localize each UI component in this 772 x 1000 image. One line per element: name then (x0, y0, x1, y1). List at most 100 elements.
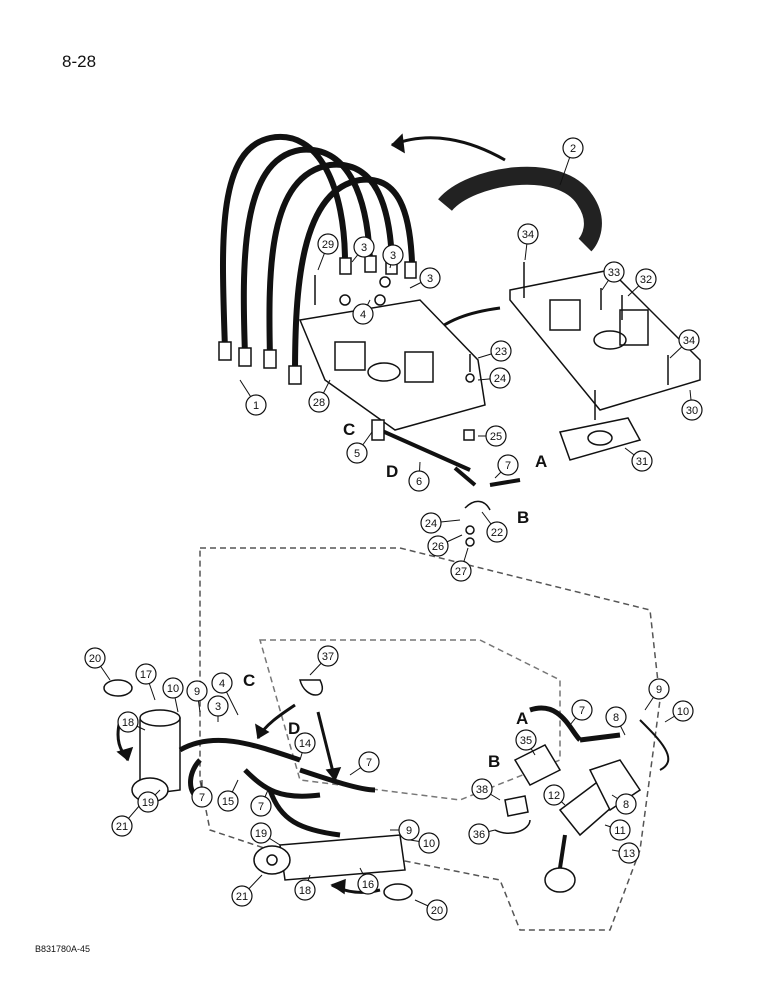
hose-lower-3 (299, 767, 376, 793)
callout-number: 3 (427, 273, 433, 285)
fitting-2 (238, 347, 252, 367)
part-callout-34: 34 (678, 329, 700, 351)
part-callout-8: 8 (605, 706, 627, 728)
part-callout-29: 29 (317, 233, 339, 255)
fitting-top-4 (404, 261, 417, 279)
callout-circle (672, 700, 694, 722)
callout-number: 3 (361, 242, 367, 254)
part-callout-10: 10 (418, 832, 440, 854)
part-callout-38: 38 (471, 778, 493, 800)
part-callout-9: 9 (648, 678, 670, 700)
callout-number: 21 (116, 821, 128, 833)
part-callout-3: 3 (419, 267, 441, 289)
part-callout-32: 32 (635, 268, 657, 290)
part-callout-16: 16 (357, 873, 379, 895)
tube-6 (379, 428, 471, 472)
washer (339, 294, 351, 306)
callout-circle (191, 786, 213, 808)
callout-number: 9 (194, 686, 200, 698)
callout-number: 11 (614, 825, 625, 837)
callout-circle (117, 711, 139, 733)
callout-number: 9 (406, 825, 412, 837)
mounting-plate-30 (509, 269, 701, 411)
part-callout-36: 36 (468, 823, 490, 845)
bottom-cylinder (279, 834, 406, 881)
callout-circle (420, 512, 442, 534)
callout-circle (450, 560, 472, 582)
fitting-top-2 (364, 255, 377, 273)
part-callout-14: 14 (294, 732, 316, 754)
hose-lower-5 (529, 705, 582, 742)
arrowhead (325, 767, 342, 782)
callout-circle (135, 663, 157, 685)
washer-26 (465, 525, 475, 535)
callout-number: 6 (416, 476, 422, 488)
part-callout-3: 3 (353, 236, 375, 258)
callout-circle (217, 790, 239, 812)
hose-lower-4 (267, 789, 341, 838)
part-callout-1: 1 (245, 394, 267, 416)
callout-circle (294, 879, 316, 901)
clamp-22 (464, 500, 491, 511)
callout-number: 31 (636, 456, 648, 468)
part-callout-13: 13 (618, 842, 640, 864)
callout-number: 29 (322, 239, 334, 251)
callout-number: 36 (473, 829, 485, 841)
hose-lower-7 (639, 719, 670, 771)
clamp-20-bottom (383, 883, 413, 901)
callout-circle (346, 442, 368, 464)
callout-circle (308, 391, 330, 413)
callout-number: 23 (495, 346, 507, 358)
callout-circle (571, 699, 593, 721)
callout-number: 1 (253, 400, 259, 412)
callout-circle (648, 678, 670, 700)
plate-hole (593, 330, 627, 350)
connection-letter-D: D (386, 462, 398, 481)
part-callout-9: 9 (398, 819, 420, 841)
hose-loop-3 (266, 161, 395, 359)
connection-letter-B: B (517, 508, 529, 527)
callout-circle (635, 268, 657, 290)
callout-number: 7 (258, 801, 264, 813)
part-callout-15: 15 (217, 790, 239, 812)
lower-assembly (103, 547, 670, 931)
left-cylinder-top (139, 709, 181, 727)
callout-number: 35 (520, 735, 532, 747)
fitting-3 (263, 349, 277, 369)
callout-number: 3 (390, 250, 396, 262)
base-pad-31 (559, 417, 642, 461)
callout-circle (562, 137, 584, 159)
arrowhead (255, 723, 270, 740)
part-callout-26: 26 (427, 535, 449, 557)
part-callout-7: 7 (497, 454, 519, 476)
part-callout-10: 10 (672, 700, 694, 722)
callout-circle (137, 791, 159, 813)
arrowhead (116, 746, 134, 762)
connection-letter-C: C (343, 420, 355, 439)
callout-circle (471, 778, 493, 800)
callout-circle (517, 223, 539, 245)
callout-circle (618, 842, 640, 864)
part-callout-5: 5 (346, 442, 368, 464)
plate-bracket (334, 341, 366, 371)
callout-number: 33 (608, 267, 620, 279)
part-callout-9: 9 (186, 680, 208, 702)
part-callout-19: 19 (250, 822, 272, 844)
callout-circle (419, 267, 441, 289)
clamp-36 (494, 819, 531, 834)
callout-number: 34 (522, 229, 534, 241)
callout-circle (418, 832, 440, 854)
callout-number: 7 (366, 757, 372, 769)
fitting-1 (218, 341, 232, 361)
callout-circle (605, 706, 627, 728)
callout-number: 10 (167, 683, 179, 695)
callout-number: 19 (255, 828, 267, 840)
part-callout-27: 27 (450, 560, 472, 582)
part-callout-7: 7 (358, 751, 380, 773)
callout-number: 17 (140, 669, 152, 681)
right-cylinder-eye (544, 867, 576, 893)
callout-circle (408, 470, 430, 492)
part-callout-24: 24 (489, 367, 511, 389)
callout-number: 19 (142, 797, 154, 809)
